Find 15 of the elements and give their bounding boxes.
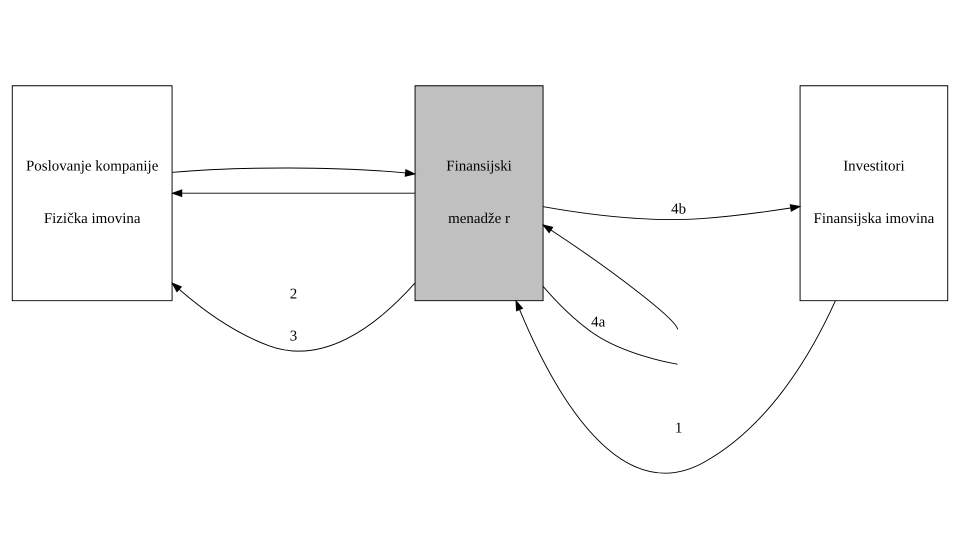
node-box: Poslovanje kompanije Fizička imovina bbox=[12, 84, 173, 301]
arrow bbox=[515, 299, 836, 474]
node-box: Investitori Finansijska imovina bbox=[800, 84, 948, 301]
edge-label: 4b bbox=[671, 201, 686, 218]
edge-label: 4a bbox=[591, 314, 606, 330]
connector bbox=[542, 286, 678, 364]
label: 1 bbox=[674, 420, 682, 436]
arrow bbox=[171, 188, 416, 197]
arrow bbox=[172, 167, 416, 176]
label: 2 bbox=[290, 286, 298, 302]
node-box: Finansijski menadže r bbox=[414, 84, 544, 301]
arrow bbox=[542, 224, 678, 330]
arrow bbox=[542, 204, 802, 220]
arrow bbox=[171, 282, 416, 351]
edge-label: 3 bbox=[290, 328, 298, 344]
